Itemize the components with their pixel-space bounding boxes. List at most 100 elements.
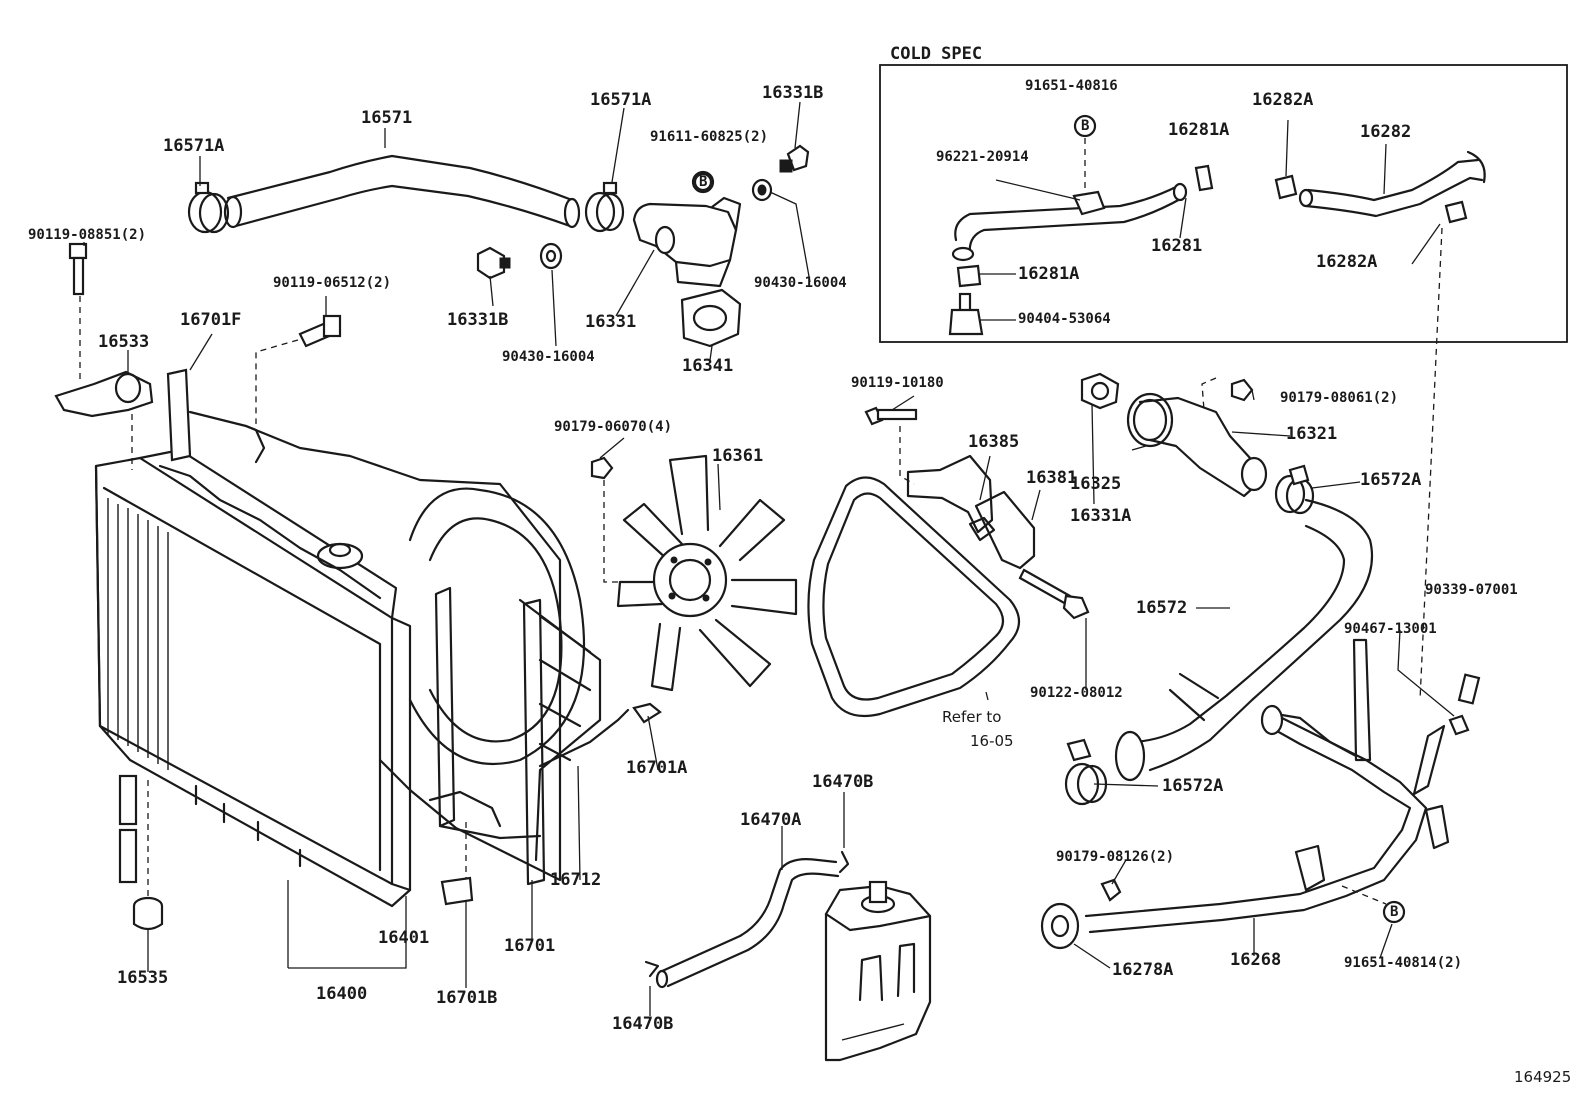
label-16701A: 16701A — [626, 758, 688, 778]
label-91651-40816: 91651-40816 — [1025, 78, 1118, 94]
label-90404-53064: 90404-53064 — [1018, 311, 1111, 327]
gasket-washer-top — [751, 178, 773, 202]
label-91611-60825: 91611-60825(2) — [650, 129, 769, 145]
reserve-tank — [824, 880, 932, 1062]
label-16268: 16268 — [1230, 950, 1282, 970]
label-90430-16004-mid: 90430-16004 — [502, 349, 595, 365]
label-90119-08851: 90119-08851(2) — [28, 227, 147, 243]
cold-spec-box — [879, 64, 1568, 343]
shroud-post-16701F — [166, 368, 192, 462]
leader-lines — [83, 101, 1455, 1016]
label-16281A-bottom: 16281A — [1018, 264, 1080, 284]
label-16385: 16385 — [968, 432, 1020, 452]
cold-spec-hose-16281 — [951, 182, 1188, 262]
hose-clamp-right — [584, 181, 625, 233]
label-16331B-top: 16331B — [762, 83, 824, 103]
cold-spec-clamp-16282A — [1274, 174, 1468, 224]
label-16281A-top: 16281A — [1168, 120, 1230, 140]
nut-90179-08126 — [1100, 878, 1122, 902]
label-90179-08061: 90179-08061(2) — [1280, 390, 1399, 406]
label-16701: 16701 — [504, 936, 556, 956]
label-90467-13001: 90467-13001 — [1344, 621, 1437, 637]
label-16571A-left: 16571A — [163, 136, 225, 156]
shroud-clip-16701A — [632, 702, 662, 724]
bolt-90122-08012 — [1018, 568, 1090, 620]
bypass-gasket-16278A — [1040, 902, 1080, 950]
thermostat-gasket — [680, 288, 742, 348]
label-16341: 16341 — [682, 356, 734, 376]
label-90119-06512: 90119-06512(2) — [273, 275, 392, 291]
shroud-clip-16701B — [440, 876, 474, 906]
label-16381: 16381 — [1026, 468, 1078, 488]
label-16325: 16325 — [1070, 474, 1122, 494]
nut-90179-08061 — [1230, 378, 1254, 402]
temp-sensor-top — [779, 144, 810, 173]
refer-note-line1: Refer to — [942, 708, 1002, 726]
cold-spec-bolt-96221 — [1072, 190, 1106, 216]
bracket-16381 — [968, 490, 1036, 570]
label-16331: 16331 — [585, 312, 637, 332]
label-16400: 16400 — [316, 984, 368, 1004]
label-16572A-bottom: 16572A — [1162, 776, 1224, 796]
label-16331A: 16331A — [1070, 506, 1132, 526]
cold-spec-title: COLD SPEC — [890, 44, 983, 64]
hose-clip-90467 — [1448, 714, 1470, 736]
bolt-90119-06512 — [298, 314, 342, 348]
label-16321: 16321 — [1286, 424, 1338, 444]
bypass-pipe-16268 — [1084, 638, 1450, 934]
label-16470B-top: 16470B — [812, 772, 874, 792]
lower-radiator-hose — [1114, 498, 1374, 782]
label-16470A: 16470A — [740, 810, 802, 830]
gasket-washer-mid — [539, 242, 563, 270]
label-16572A-top: 16572A — [1360, 470, 1422, 490]
cold-spec-hose-16282 — [1298, 150, 1486, 218]
hose-clamp-16572A-bottom — [1064, 738, 1108, 806]
label-16282A-bottom: 16282A — [1316, 252, 1378, 272]
bolt-90119-10180 — [864, 406, 918, 426]
label-16701B: 16701B — [436, 988, 498, 1008]
label-90430-16004-right: 90430-16004 — [754, 275, 847, 291]
bypass-hose-90339 — [1457, 673, 1481, 705]
hose-clamp-left — [187, 181, 230, 234]
hose-clip-16470B — [644, 850, 850, 978]
label-16712: 16712 — [550, 870, 602, 890]
label-16278A: 16278A — [1112, 960, 1174, 980]
label-90122-08012: 90122-08012 — [1030, 685, 1123, 701]
radiator-support-bracket — [54, 370, 154, 418]
fan-shroud — [188, 410, 630, 886]
label-91651-40814: 91651-40814(2) — [1344, 955, 1463, 971]
label-16533: 16533 — [98, 332, 150, 352]
circle-mark-b-outlet: B — [699, 174, 708, 190]
label-16331B-mid: 16331B — [447, 310, 509, 330]
label-16282: 16282 — [1360, 122, 1412, 142]
catalog-number: 164925 — [1514, 1068, 1572, 1086]
reserve-tank-hose — [655, 858, 840, 989]
label-16535: 16535 — [117, 968, 169, 988]
fan-nut — [590, 456, 614, 480]
upper-radiator-hose — [223, 154, 581, 229]
v-belt — [807, 476, 1021, 718]
water-outlet — [632, 196, 742, 288]
label-16361: 16361 — [712, 446, 764, 466]
label-16571A-right: 16571A — [590, 90, 652, 110]
bolt-90119-08851 — [68, 242, 88, 296]
radiator — [94, 448, 412, 908]
label-90119-10180: 90119-10180 — [851, 375, 944, 391]
hose-clamp-16572A-top — [1274, 464, 1315, 515]
cold-spec-clamp-16281A — [956, 164, 1214, 288]
label-16401: 16401 — [378, 928, 430, 948]
label-16571: 16571 — [361, 108, 413, 128]
radiator-drain-hose — [118, 774, 138, 884]
label-16282A-top: 16282A — [1252, 90, 1314, 110]
temp-sensor-16331A — [1080, 372, 1120, 410]
label-16281: 16281 — [1151, 236, 1203, 256]
cooling-fan — [616, 454, 798, 692]
water-inlet-16321 — [1138, 396, 1268, 498]
label-16701F: 16701F — [180, 310, 242, 330]
radiator-cushion-16535 — [132, 896, 164, 931]
label-90179-06070: 90179-06070(4) — [554, 419, 673, 435]
temp-sensor-mid — [476, 246, 511, 280]
label-16470B-bottom: 16470B — [612, 1014, 674, 1034]
